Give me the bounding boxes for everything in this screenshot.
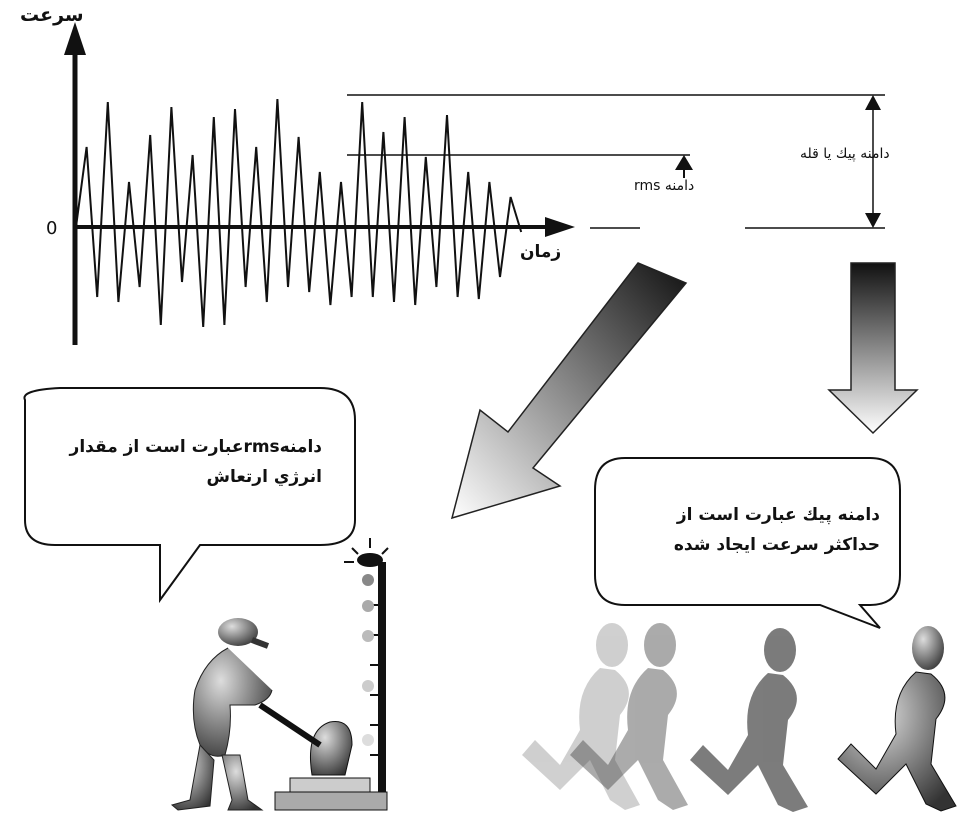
peak-bubble-line-1: دامنه پيك عبارت است از bbox=[676, 505, 880, 525]
velocity-waveform bbox=[75, 98, 523, 328]
diagonal-gradient-arrow-icon bbox=[450, 262, 688, 520]
rms-bubble-line-2: انرژي ارتعاش bbox=[206, 467, 322, 487]
rms-bubble-text: دامنهrmsعبارت است از مقدار انرژي ارتعاش bbox=[22, 432, 322, 492]
peak-amplitude-label: دامنه پيك يا قله bbox=[800, 146, 890, 162]
speech-bubble-rms bbox=[23, 387, 356, 604]
rms-amplitude-label: دامنه rms bbox=[634, 178, 695, 194]
down-gradient-arrow-icon bbox=[827, 262, 919, 435]
x-axis-label: زمان bbox=[520, 242, 562, 262]
y-axis-label: سرعت bbox=[20, 4, 84, 26]
peak-bubble-line-2: حداكثر سرعت ايجاد شده bbox=[673, 535, 880, 555]
person-with-hammer-icon bbox=[170, 618, 322, 811]
peak-double-arrow-icon bbox=[865, 95, 881, 228]
peak-bubble-text: دامنه پيك عبارت است از حداكثر سرعت ايجاد… bbox=[600, 500, 880, 560]
speech-bubble-peak bbox=[594, 457, 901, 629]
rms-arrow-icon bbox=[675, 155, 693, 178]
runner-figures-icon bbox=[522, 623, 957, 812]
rms-bubble-line-1: دامنهrmsعبارت است از مقدار bbox=[69, 437, 322, 457]
zero-label: 0 bbox=[46, 218, 58, 239]
y-axis bbox=[64, 22, 86, 345]
high-striker-icon bbox=[274, 538, 389, 811]
